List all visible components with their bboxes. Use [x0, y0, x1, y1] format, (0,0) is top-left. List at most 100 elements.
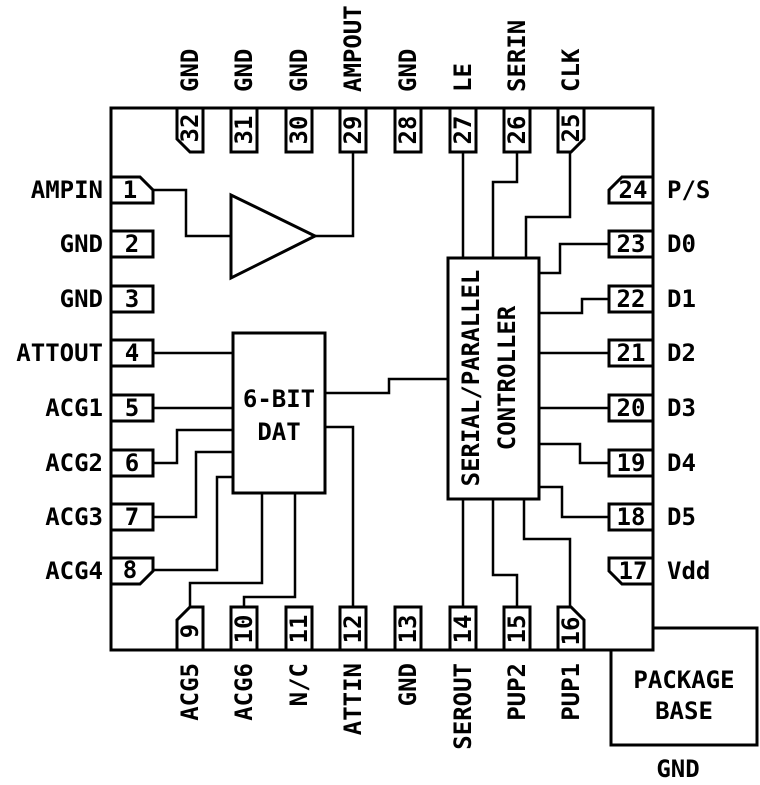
pin-32: 32 GND: [175, 49, 205, 154]
pin-30: 30 GND: [284, 49, 314, 154]
controller-block-label-line2: CONTROLLER: [493, 305, 521, 450]
pin-27: 27 LE: [448, 63, 478, 154]
pin-20-number: 20: [617, 394, 646, 422]
pin-10: 10 ACG6: [229, 605, 259, 721]
pin-18: 18 D5: [607, 502, 696, 532]
pin-22: 22 D1: [607, 284, 696, 314]
pin-24-label: P/S: [667, 176, 710, 204]
pin-29-label: AMPOUT: [339, 5, 367, 92]
pin-19: 19 D4: [607, 448, 696, 478]
pin-19-box: [607, 448, 655, 478]
wire-amp-to-ampout: [315, 152, 355, 238]
pin-16-label: PUP1: [557, 663, 585, 721]
pin-14: 14 SEROUT: [448, 605, 478, 750]
pin-2-label: GND: [60, 230, 103, 258]
pin-2-box: [109, 229, 155, 259]
wire-acg3: [153, 450, 233, 519]
pin-5: 5 ACG1: [45, 393, 155, 423]
pin-32-label: GND: [176, 49, 204, 92]
package-base-gnd-label: GND: [656, 755, 699, 783]
pin-30-number: 30: [285, 116, 313, 145]
pin-15-number: 15: [503, 615, 531, 644]
pin-23-number: 23: [617, 230, 646, 258]
pin-31: 31 GND: [229, 49, 259, 154]
pin-22-label: D1: [667, 285, 696, 313]
pin-17: 17 Vdd: [607, 556, 710, 586]
wire-pup2: [491, 499, 519, 607]
pin-31-box: [229, 106, 259, 154]
pin-1: 1 AMPIN: [31, 175, 155, 205]
pin-11-number: 11: [285, 615, 313, 644]
pin-27-label: LE: [449, 63, 477, 92]
pin-31-number: 31: [230, 116, 258, 145]
pin-26: 26 SERIN: [502, 20, 532, 154]
pin-18-label: D5: [667, 503, 696, 531]
pin-15: 15 PUP2: [502, 605, 532, 721]
pin-4: 4 ATTOUT: [16, 338, 155, 368]
package-base-box: [609, 626, 759, 747]
pin-16-box: [556, 605, 586, 652]
pin-9-number: 9: [176, 624, 204, 638]
pin-8-number: 8: [123, 556, 137, 584]
pin-10-label: ACG6: [230, 663, 258, 721]
pin-12: 12 ATTIN: [338, 605, 368, 735]
pin-28-label: GND: [394, 49, 422, 92]
pin-4-label: ATTOUT: [16, 339, 103, 367]
pin-3-label: GND: [60, 285, 103, 313]
pin-26-number: 26: [503, 116, 531, 145]
pin-5-number: 5: [125, 394, 139, 422]
wire-serin: [491, 152, 519, 258]
package-base-label-line2: BASE: [655, 697, 713, 725]
pin-21-label: D2: [667, 339, 696, 367]
pin-26-box: [502, 106, 532, 154]
pin-21-number: 21: [617, 339, 646, 367]
wire-d0: [539, 242, 609, 275]
pin-25-box: [556, 106, 586, 154]
pin-30-label: GND: [285, 49, 313, 92]
wire-acg6: [242, 493, 297, 607]
pin-18-box: [607, 502, 655, 532]
pin-3-box: [109, 284, 155, 314]
pin-7-box: [109, 502, 155, 532]
wire-ampin-to-amp: [153, 188, 231, 238]
amplifier-triangle: [229, 192, 319, 281]
pin-10-box: [229, 605, 259, 652]
pin-27-number: 27: [449, 116, 477, 145]
pin-7-number: 7: [125, 503, 139, 531]
pin-29-box: [338, 106, 368, 154]
chip-outline: [109, 106, 655, 652]
pin-25-number: 25: [557, 114, 585, 143]
wire-attin: [325, 425, 355, 607]
pin-23-box: [607, 229, 655, 259]
pin-21: 21 D2: [607, 338, 696, 368]
pin-5-box: [109, 393, 155, 423]
pin-25: 25 CLK: [556, 48, 586, 154]
pin-8-box: [109, 556, 155, 586]
pin-13-number: 13: [394, 615, 422, 644]
pin-3: 3 GND: [60, 284, 155, 314]
controller-block-label-line1: SERIAL/PARALLEL: [457, 270, 485, 487]
pin-8: 8 ACG4: [45, 556, 155, 586]
pin-20-label: D3: [667, 394, 696, 422]
pin-28-number: 28: [394, 116, 422, 145]
wire-acg2: [153, 428, 233, 465]
pin-6: 6 ACG2: [45, 448, 155, 478]
pin-11: 11 N/C: [284, 605, 314, 706]
pin-13-box: [393, 605, 423, 652]
pin-11-box: [284, 605, 314, 652]
wire-d1: [539, 297, 609, 315]
pin-23: 23 D0: [607, 229, 696, 259]
pin-22-number: 22: [617, 285, 646, 313]
pin-24: 24 P/S: [607, 175, 710, 205]
pin-12-label: ATTIN: [339, 663, 367, 735]
pin-25-label: CLK: [557, 48, 585, 92]
pin-19-number: 19: [617, 449, 646, 477]
pin-2: 2 GND: [60, 229, 155, 259]
pin-15-box: [502, 605, 532, 652]
pin-24-number: 24: [619, 176, 648, 204]
pin-17-number: 17: [619, 557, 648, 585]
wire-acg5: [188, 493, 264, 607]
pin-3-number: 3: [125, 285, 139, 313]
pin-12-number: 12: [339, 615, 367, 644]
